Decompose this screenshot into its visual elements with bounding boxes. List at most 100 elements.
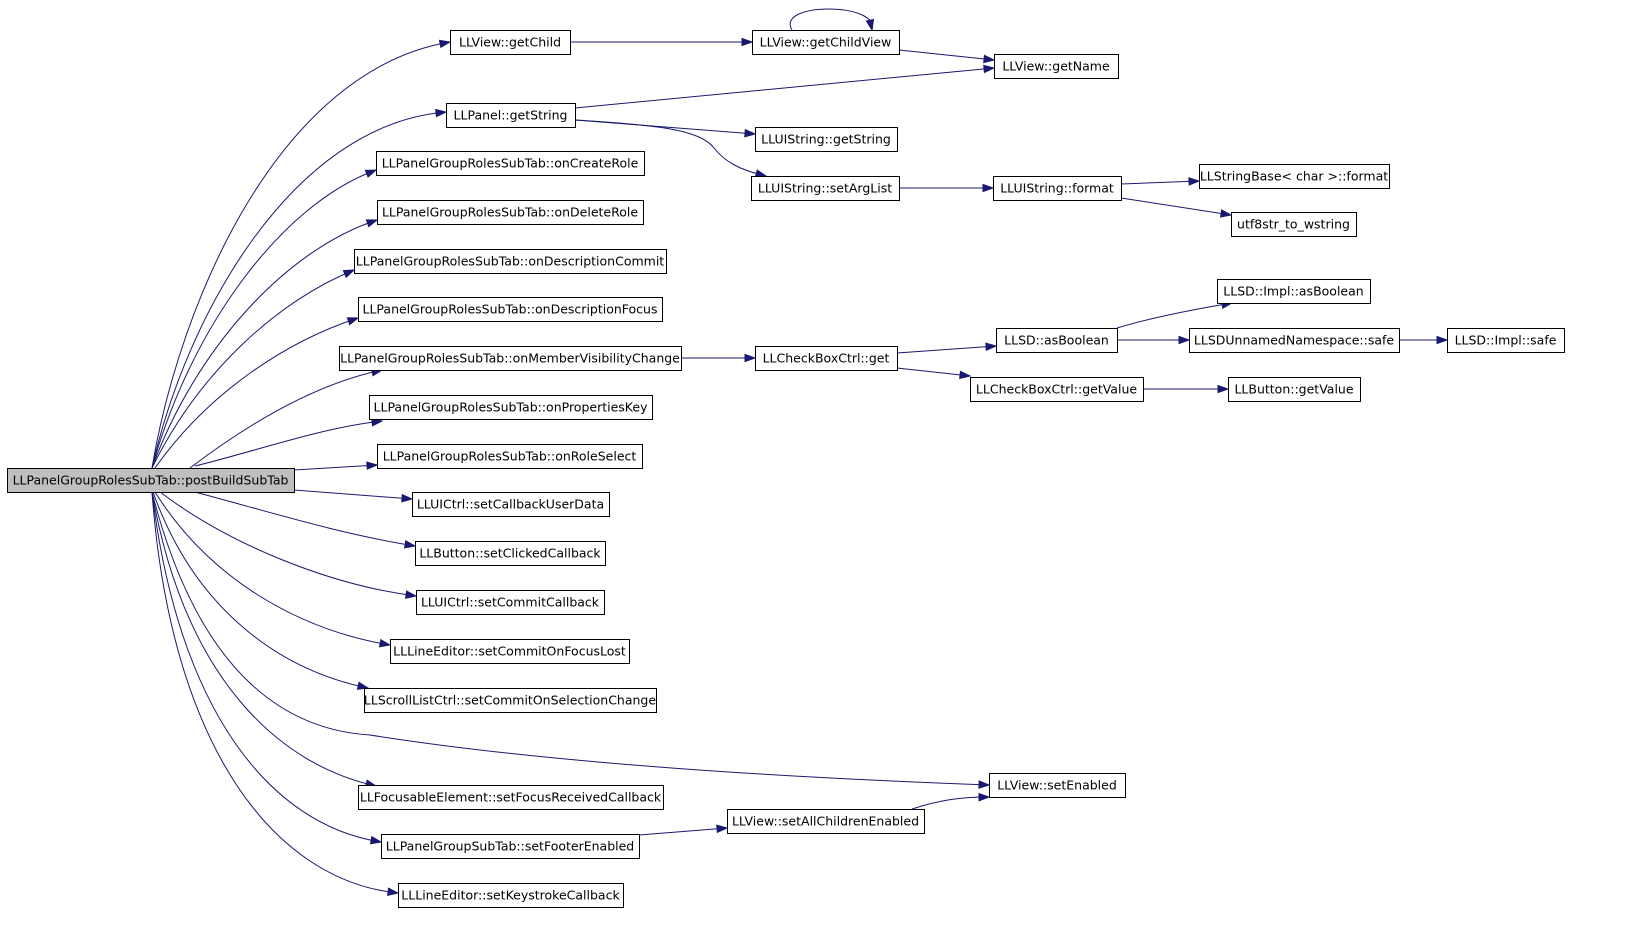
node-box [354,249,667,274]
arrowhead [1188,177,1201,186]
node-onRoleSelect[interactable]: LLPanelGroupRolesSubTab::onRoleSelect [377,444,643,469]
node-setArgList[interactable]: LLUIString::setArgList [751,176,900,201]
node-label: LLCheckBoxCtrl::get [763,351,890,366]
arrowhead [346,317,360,326]
node-label: LLPanelGroupRolesSubTab::postBuildSubTab [13,473,289,488]
node-getChildView[interactable]: LLView::getChildView [752,30,900,55]
edge-line [154,491,391,646]
node-sdAsBool[interactable]: LLSD::asBoolean [996,328,1118,353]
node-label: LLButton::getValue [1234,382,1353,397]
node-keystrokeCb[interactable]: LLLineEditor::setKeystrokeCallback [398,883,624,908]
arrowhead [1217,384,1230,394]
edge-line [151,491,377,787]
node-label: LLCheckBoxCtrl::getValue [976,382,1137,397]
arrowhead [387,887,400,896]
edge-line [154,317,359,469]
node-onDeleteRole[interactable]: LLPanelGroupRolesSubTab::onDeleteRole [377,200,644,225]
arrowhead [741,37,754,47]
node-btnGetValue[interactable]: LLButton::getValue [1228,377,1361,402]
edge-sdAsBool-to-unnamedSafe [1117,335,1191,345]
node-label: LLPanelGroupRolesSubTab::onDescriptionFo… [363,302,658,317]
arrowhead [403,540,417,549]
edge-line [574,119,767,177]
node-setCommitCb[interactable]: LLUICtrl::setCommitCallback [416,590,605,615]
node-box [993,176,1122,201]
arrowhead [369,835,383,845]
node-cbGet[interactable]: LLCheckBoxCtrl::get [755,346,898,371]
edge-footerEnabled-to-setAllChildren [638,824,729,836]
edge-line [194,420,383,467]
edge-root-to-onRoleSelect [293,461,379,471]
node-onDescCommit[interactable]: LLPanelGroupRolesSubTab::onDescriptionCo… [354,249,667,274]
node-commitSelChange[interactable]: LLScrollListCtrl::setCommitOnSelectionCh… [364,688,657,713]
node-box [377,444,643,469]
node-label: LLView::setAllChildrenEnabled [732,814,919,829]
arrowhead [1436,335,1449,345]
node-box [1447,328,1565,353]
edge-line [1120,180,1200,185]
node-implSafe[interactable]: LLSD::Impl::safe [1447,328,1565,353]
node-layer: LLPanelGroupRolesSubTab::postBuildSubTab… [7,30,1565,908]
node-panelGetString[interactable]: LLPanel::getString [446,103,576,128]
node-label: LLView::setEnabled [997,778,1117,793]
node-onDescFocus[interactable]: LLPanelGroupRolesSubTab::onDescriptionFo… [358,297,663,322]
arrowhead [744,128,757,138]
node-label: LLPanelGroupRolesSubTab::onDeleteRole [382,205,638,220]
node-label: LLPanelGroupRolesSubTab::onMemberVisibil… [340,351,680,366]
node-setAllChildren[interactable]: LLView::setAllChildrenEnabled [727,809,925,834]
arrowhead [978,792,991,802]
node-box [1199,164,1390,189]
edge-line [638,827,728,836]
edge-setArgList-to-uiFormat [899,183,995,193]
node-box [376,151,645,176]
node-unnamedSafe[interactable]: LLSDUnnamedNamespace::safe [1189,328,1400,353]
node-uiFormat[interactable]: LLUIString::format [993,176,1122,201]
node-box [415,541,606,566]
node-uiGetString[interactable]: LLUIString::getString [755,127,898,152]
node-label: LLUIString::getString [761,132,891,147]
edge-line [151,219,378,469]
edge-root-to-setCbUserData [293,489,414,503]
node-box [755,127,898,152]
node-onMemberVis[interactable]: LLPanelGroupRolesSubTab::onMemberVisibil… [339,346,682,371]
edge-line [1120,197,1232,216]
node-onPropKey[interactable]: LLPanelGroupRolesSubTab::onPropertiesKey [369,395,653,420]
node-onCreateRole[interactable]: LLPanelGroupRolesSubTab::onCreateRole [376,151,645,176]
node-box [390,639,630,664]
node-commitFocusLost[interactable]: LLLineEditor::setCommitOnFocusLost [390,639,630,664]
node-sbFormat[interactable]: LLStringBase< char >::format [1199,164,1390,189]
node-box [970,377,1144,402]
node-setCbUserData[interactable]: LLUICtrl::setCallbackUserData [412,492,610,517]
arrowhead [959,370,972,380]
arrowhead [978,780,991,789]
node-label: LLUICtrl::setCommitCallback [421,595,600,610]
edge-sdAsBool-to-implAsBool [1116,300,1234,329]
arrowhead [438,39,452,49]
node-footerEnabled[interactable]: LLPanelGroupSubTab::setFooterEnabled [381,834,640,859]
node-box [1217,279,1371,304]
edge-line [151,491,990,786]
node-label: LLStringBase< char >::format [1200,169,1388,184]
node-box [381,834,640,859]
node-box [339,346,682,371]
node-getChild[interactable]: LLView::getChild [450,30,571,55]
edge-root-to-getChild [151,39,452,469]
edge-root-to-setEnabled [151,491,991,789]
node-root[interactable]: LLPanelGroupRolesSubTab::postBuildSubTab [7,468,295,493]
node-focusRecvCb[interactable]: LLFocusableElement::setFocusReceivedCall… [358,785,664,810]
edge-line [152,491,369,689]
node-label: LLPanelGroupRolesSubTab::onDescriptionCo… [356,254,664,269]
node-implAsBool[interactable]: LLSD::Impl::asBoolean [1217,279,1371,304]
node-box [994,54,1119,79]
node-getName[interactable]: LLView::getName [994,54,1119,79]
node-setEnabled[interactable]: LLView::setEnabled [989,773,1126,798]
edge-line [159,491,417,597]
edge-root-to-onDeleteRole [151,219,379,469]
node-label: utf8str_to_wstring [1237,217,1350,232]
node-setClickedCb[interactable]: LLButton::setClickedCallback [415,541,606,566]
edge-line [151,491,399,894]
edge-line [1116,302,1233,329]
node-utf8[interactable]: utf8str_to_wstring [1231,212,1357,237]
node-cbGetValue[interactable]: LLCheckBoxCtrl::getValue [970,377,1144,402]
node-label: LLLineEditor::setCommitOnFocusLost [393,644,626,659]
